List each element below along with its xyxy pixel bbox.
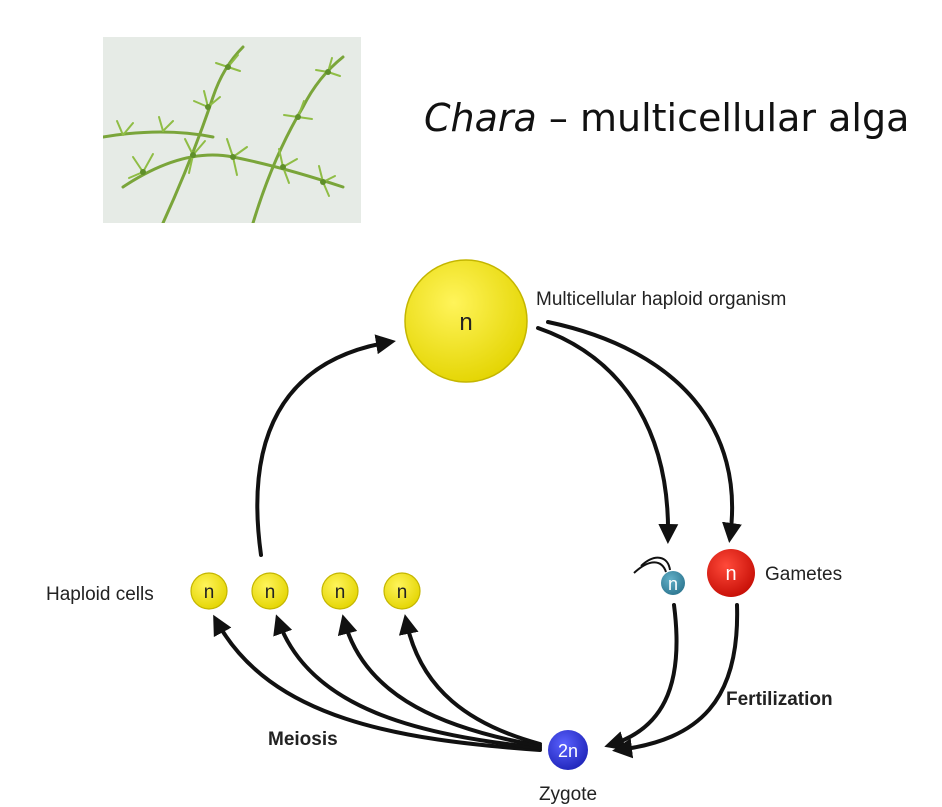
arrow-haploid-to-organism <box>255 334 396 557</box>
svg-text:n: n <box>335 582 346 603</box>
haploid-organism: n <box>404 259 528 383</box>
svg-text:n: n <box>204 582 215 603</box>
haploid-cells-label: Haploid cells <box>46 584 154 605</box>
chara-alga-image <box>103 37 361 223</box>
egg-ploidy: n <box>725 563 736 585</box>
arrow-meiosis-3 <box>337 614 542 748</box>
egg-cell: n <box>707 549 755 597</box>
arrow-organism-to-sperm <box>536 326 679 544</box>
sperm-cell: n <box>633 556 685 595</box>
fertilization-label: Fertilization <box>726 689 833 710</box>
zygote-ploidy: 2n <box>558 741 578 761</box>
slide-title: Chara – multicellular alga <box>424 96 909 140</box>
chara-photo <box>103 37 361 223</box>
genus-name: Chara <box>424 96 537 140</box>
gametes-label: Gametes <box>765 564 842 585</box>
haploid-cell: n <box>383 572 421 610</box>
arrow-sperm-to-zygote <box>604 603 679 751</box>
sperm-ploidy: n <box>668 574 678 594</box>
haploid-cell: n <box>321 572 359 610</box>
organism-label: Multicellular haploid organism <box>536 289 786 310</box>
svg-text:n: n <box>397 582 408 603</box>
haploid-cell: n <box>251 572 289 610</box>
arrow-egg-to-zygote <box>612 603 740 759</box>
zygote-label: Zygote <box>539 784 597 805</box>
haploid-cell: n <box>190 572 228 610</box>
arrow-meiosis-4 <box>398 614 542 746</box>
arrow-meiosis-1 <box>213 614 542 752</box>
title-rest: – multicellular alga <box>536 96 910 140</box>
meiosis-label: Meiosis <box>268 729 338 750</box>
svg-text:n: n <box>265 582 276 603</box>
arrow-organism-to-egg <box>546 320 742 543</box>
arrow-meiosis-2 <box>273 614 542 750</box>
zygote-cell: 2n <box>548 730 588 770</box>
organism-ploidy: n <box>459 309 472 336</box>
